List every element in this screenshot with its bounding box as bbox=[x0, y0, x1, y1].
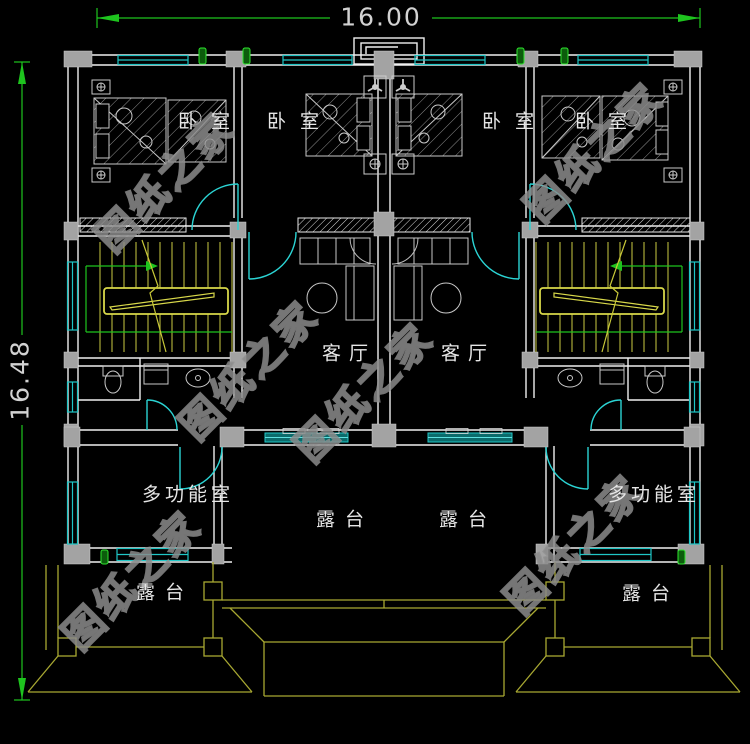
hall-arcs bbox=[349, 237, 419, 265]
room-label-terrace-center-1: 露台 bbox=[315, 508, 375, 531]
room-label-living-1: 客厅 bbox=[321, 342, 377, 365]
room-label-bedroom-1: 卧室 bbox=[177, 110, 245, 133]
room-label-living-2: 客厅 bbox=[440, 342, 496, 365]
dimension-left-label: 16.48 bbox=[5, 339, 35, 421]
stairs-right bbox=[535, 239, 683, 353]
dimension-arrows bbox=[18, 14, 700, 700]
wall-openings bbox=[178, 429, 590, 446]
room-label-terrace-right: 露台 bbox=[621, 582, 681, 605]
dimension-top-label: 16.00 bbox=[340, 2, 422, 32]
room-label-multipurpose-1: 多功能室 bbox=[141, 483, 235, 506]
room-label-bedroom-2: 卧室 bbox=[266, 110, 334, 133]
ceiling-fan-icons bbox=[363, 75, 415, 175]
stairs-left bbox=[85, 239, 233, 353]
door-swings bbox=[146, 183, 622, 490]
structural-columns bbox=[63, 50, 705, 565]
room-label-bedroom-4: 卧室 bbox=[574, 110, 642, 133]
sliding-doors bbox=[264, 428, 513, 443]
sofas bbox=[299, 237, 469, 321]
room-label-terrace-left: 露台 bbox=[135, 581, 195, 604]
beds bbox=[91, 79, 683, 183]
bathroom-fixtures bbox=[102, 363, 666, 394]
room-label-multipurpose-2: 多功能室 bbox=[607, 483, 701, 506]
terrace-outline bbox=[27, 562, 741, 697]
room-label-bedroom-3: 卧室 bbox=[481, 110, 549, 133]
windows bbox=[66, 54, 701, 562]
vent-markers bbox=[100, 47, 686, 565]
room-label-terrace-center-2: 露台 bbox=[438, 508, 498, 531]
